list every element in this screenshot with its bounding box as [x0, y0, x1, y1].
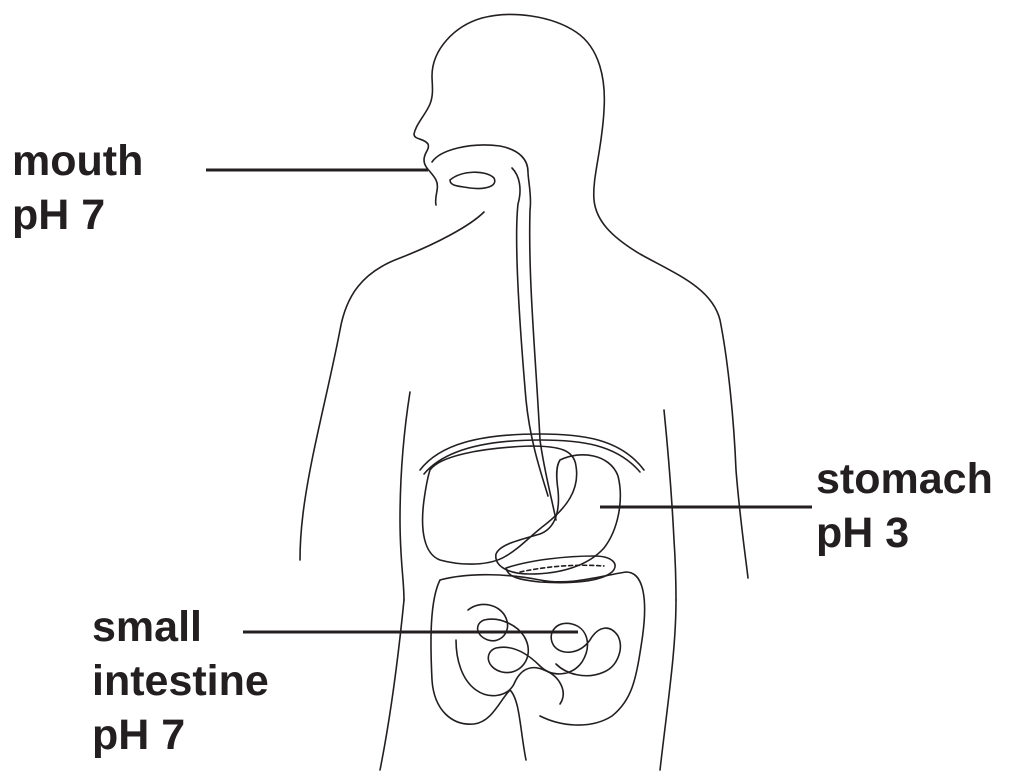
mouth-label: mouth pH 7: [12, 134, 143, 242]
stomach-name: stomach: [816, 452, 993, 506]
stomach-ph: pH 3: [816, 506, 993, 560]
tongue: [450, 172, 495, 188]
small-intestine-name-line1: small: [92, 600, 269, 654]
head-outline: [414, 14, 748, 578]
left-arm-inner: [400, 392, 410, 600]
small-intestine-name-line2: intestine: [92, 654, 269, 708]
torso-left-side: [380, 600, 404, 770]
body-outline: [300, 212, 484, 560]
oral-cavity: [432, 145, 540, 440]
mouth-name: mouth: [12, 134, 143, 188]
mouth-ph: pH 7: [12, 188, 143, 242]
small-intestine: [468, 604, 620, 675]
right-arm-inner: [664, 410, 676, 600]
small-intestine-ph: pH 7: [92, 708, 269, 762]
stomach-label: stomach pH 3: [816, 452, 993, 560]
small-intestine-label: small intestine pH 7: [92, 600, 269, 762]
torso-right-side: [660, 600, 676, 770]
pancreas: [506, 556, 615, 583]
